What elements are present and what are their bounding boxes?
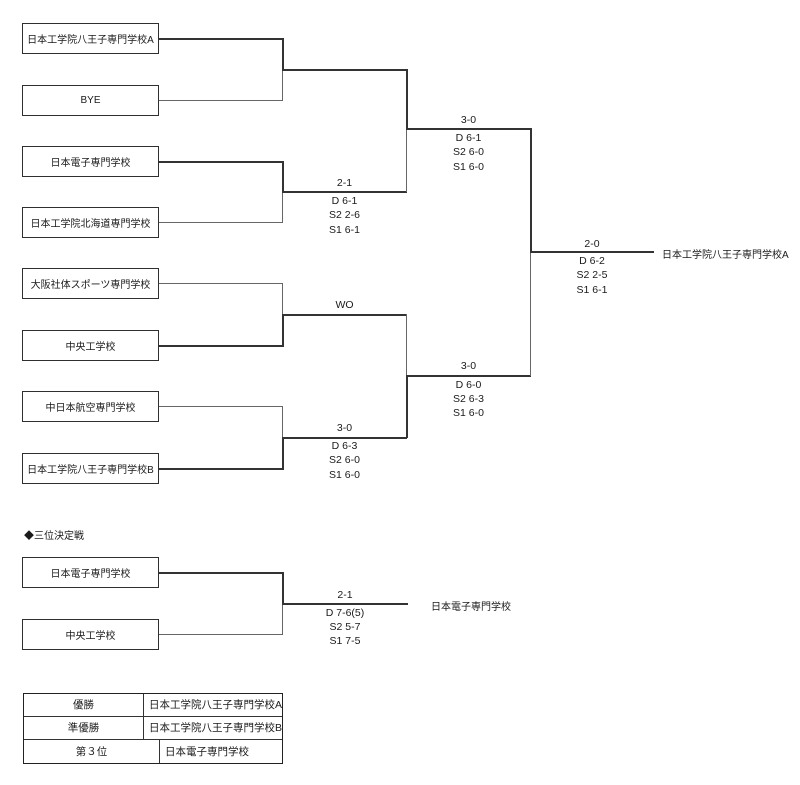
team-cell: 日本電子専門学校 — [165, 745, 249, 758]
connector-line — [282, 603, 283, 635]
team-box: 中日本航空専門学校 — [22, 391, 159, 422]
match-score: WO — [335, 299, 354, 311]
match-score: 3-0 — [460, 360, 477, 372]
set-line: D 6-3 — [331, 440, 358, 452]
connector-line — [159, 100, 283, 101]
set-line: S2 6-0 — [329, 454, 360, 467]
rank-cell: 第３位 — [24, 739, 160, 763]
set-line: S2 6-0 — [453, 146, 484, 159]
connector-line — [159, 37, 283, 40]
connector-line — [406, 129, 407, 192]
connector-line — [282, 160, 284, 193]
set-line: S2 2-5 — [576, 269, 608, 282]
team-cell: 日本工学院八王子専門学校A — [148, 699, 282, 712]
set-line: S2 2-6 — [329, 209, 360, 222]
table-row: 第３位 日本電子専門学校 — [24, 739, 282, 763]
connector-line — [406, 374, 531, 377]
connector-line — [282, 283, 283, 315]
team-box: BYE — [22, 85, 159, 116]
connector-line — [282, 436, 284, 470]
connector-line — [406, 374, 408, 438]
table-row: 優勝 日本工学院八王子専門学校A — [24, 694, 282, 717]
match-score: 2-1 — [336, 177, 353, 189]
team-box: 中央工学校 — [22, 619, 159, 650]
connector-line — [406, 128, 531, 130]
connector-line — [159, 283, 283, 284]
champion-label: 日本工学院八王子専門学校A — [662, 250, 789, 261]
set-line: S1 6-0 — [329, 468, 360, 481]
connector-line — [282, 571, 284, 605]
connector-line — [282, 68, 407, 71]
team-cell: 日本工学院八王子専門学校B — [148, 722, 282, 735]
team-box: 日本工学院八王子専門学校A — [22, 23, 159, 54]
connector-line — [282, 192, 283, 223]
set-line: D 6-0 — [455, 378, 482, 391]
connector-line — [282, 37, 284, 71]
match-score: 3-0 — [460, 113, 477, 126]
team-box: 日本電子専門学校 — [22, 557, 159, 588]
connector-line — [282, 436, 407, 439]
match-sets: D 7-6(5) S2 5-7 S1 7-5 — [282, 606, 408, 649]
team-box: 大阪社体スポーツ専門学校 — [22, 268, 159, 299]
match-sets: D 6-2 S2 2-5 S1 6-1 — [530, 254, 654, 297]
connector-line — [530, 128, 532, 253]
set-line: D 6-2 — [579, 255, 605, 267]
set-line: S1 6-0 — [453, 160, 484, 173]
connector-line — [282, 313, 407, 316]
set-line: D 7-6(5) — [325, 606, 365, 619]
third-place-winner-label: 日本電子専門学校 — [431, 601, 511, 613]
set-line: S2 5-7 — [329, 620, 361, 633]
connector-line — [282, 602, 408, 605]
connector-line — [159, 634, 283, 635]
match-score: 3-0 — [336, 422, 353, 434]
match-score: 2-1 — [337, 589, 353, 601]
connector-line — [282, 69, 283, 101]
set-line: S1 6-1 — [329, 223, 360, 236]
team-box: 日本電子専門学校 — [22, 146, 159, 177]
table-row: 準優勝 日本工学院八王子専門学校B — [24, 716, 282, 740]
connector-line — [406, 313, 407, 376]
connector-line — [282, 191, 407, 193]
connector-line — [159, 467, 283, 470]
team-box: 日本工学院八王子専門学校B — [22, 453, 159, 484]
team-box: 中央工学校 — [22, 330, 159, 361]
match-sets: D 6-1 S2 2-6 S1 6-1 — [282, 194, 407, 237]
match-sets: D 6-0 S2 6-3 S1 6-0 — [406, 378, 531, 421]
connector-line — [282, 313, 284, 347]
rank-cell: 優勝 — [24, 694, 144, 716]
team-box: 日本工学院北海道専門学校 — [22, 207, 159, 238]
connector-line — [159, 406, 283, 407]
rank-cell: 準優勝 — [24, 716, 144, 739]
set-line: S1 6-1 — [576, 283, 608, 296]
match-sets: D 6-3 S2 6-0 S1 6-0 — [282, 439, 407, 482]
connector-line — [282, 406, 283, 438]
connector-line — [159, 160, 283, 163]
set-line: D 6-1 — [455, 132, 482, 144]
connector-line — [406, 68, 408, 130]
connector-line — [159, 571, 283, 574]
connector-line — [159, 222, 283, 223]
results-table: 優勝 日本工学院八王子専門学校A 準優勝 日本工学院八王子専門学校B 第３位 日… — [23, 693, 283, 764]
match-score: 2-0 — [584, 237, 600, 250]
connector-line — [159, 344, 283, 347]
set-line: S1 6-0 — [453, 407, 484, 420]
set-line: S1 7-5 — [329, 635, 361, 648]
connector-line — [530, 251, 654, 253]
set-line: S2 6-3 — [453, 392, 484, 405]
third-place-heading: ◆三位決定戦 — [24, 531, 84, 542]
match-sets: D 6-1 S2 6-0 S1 6-0 — [406, 131, 531, 174]
connector-line — [530, 252, 531, 376]
set-line: D 6-1 — [331, 195, 358, 207]
